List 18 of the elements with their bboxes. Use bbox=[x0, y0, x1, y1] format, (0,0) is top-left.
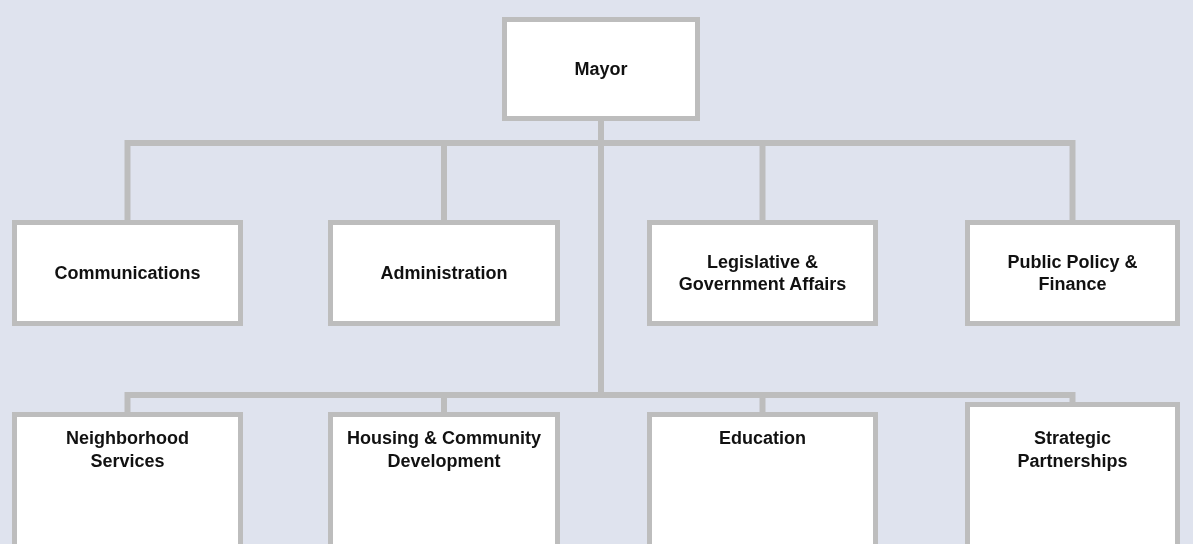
box-label: Administration bbox=[380, 261, 508, 285]
org-box bbox=[647, 412, 878, 544]
org-box bbox=[965, 402, 1180, 544]
box-label: Legislative & Government Affairs bbox=[677, 250, 848, 296]
box-label: Mayor bbox=[574, 57, 628, 81]
box-label: Public Policy & Finance bbox=[1006, 250, 1139, 296]
org-box bbox=[328, 412, 560, 544]
box-label: Strategic Partnerships bbox=[1016, 427, 1129, 472]
org-box bbox=[502, 17, 700, 121]
box-label: Housing & Community Development bbox=[347, 427, 541, 472]
org-box bbox=[12, 220, 243, 326]
box-label: Education bbox=[719, 427, 806, 450]
box-label: Neighborhood Services bbox=[65, 427, 190, 472]
box-label: Communications bbox=[54, 261, 201, 285]
org-box bbox=[12, 412, 243, 544]
org-box bbox=[965, 220, 1180, 326]
org-box bbox=[647, 220, 878, 326]
org-box bbox=[328, 220, 560, 326]
